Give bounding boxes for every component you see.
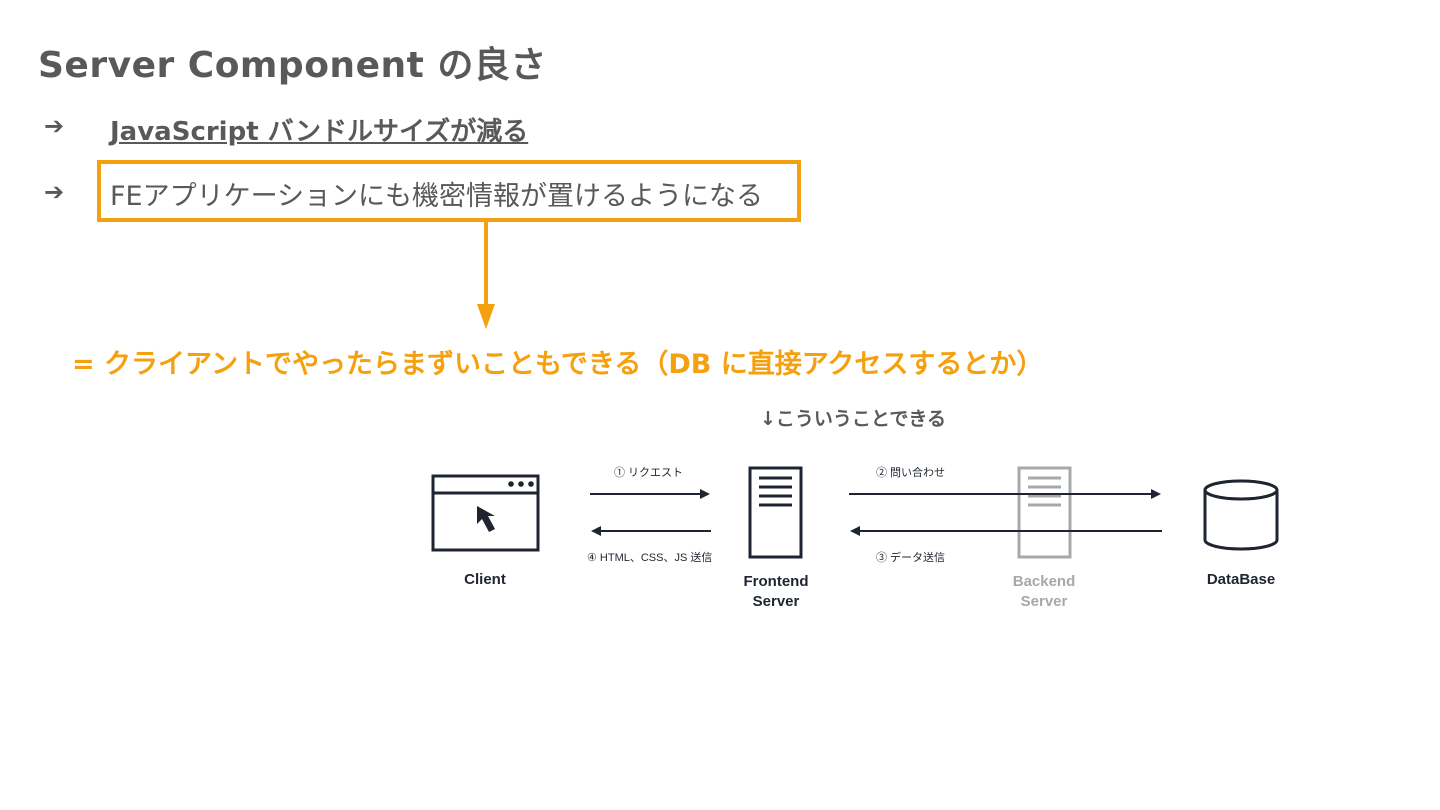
edge-label-request: ① リクエスト — [614, 467, 684, 479]
cursor-icon — [477, 506, 495, 532]
frontend-server-icon — [748, 466, 803, 559]
edge-label-query: ② 問い合わせ — [876, 467, 946, 479]
client-browser-icon — [431, 474, 540, 552]
arrow-data-return — [850, 526, 1162, 536]
edge-label-data: ③ データ送信 — [876, 552, 946, 564]
node-label-backend-line1: Backend — [1012, 573, 1076, 590]
backend-server-icon — [1017, 466, 1072, 559]
node-label-frontend-line1: Frontend — [743, 573, 809, 590]
database-icon — [1203, 479, 1279, 551]
node-label-database: DataBase — [1206, 571, 1276, 588]
edge-label-response: ④ HTML、CSS、JS 送信 — [587, 552, 713, 564]
node-label-client: Client — [464, 571, 506, 588]
arrow-response — [591, 526, 711, 536]
bullet-arrow-icon: ➔ — [44, 112, 65, 140]
diagram-caption: ↓こういうことできる — [760, 408, 946, 430]
node-label-backend-line2: Server — [1020, 593, 1068, 610]
highlight-down-arrow — [477, 222, 495, 329]
slide-title: Server Component の良さ — [38, 45, 547, 86]
node-label-frontend-line2: Server — [752, 593, 800, 610]
arrow-request — [590, 489, 710, 499]
bullet-secrets: FEアプリケーションにも機密情報が置けるようになる — [110, 181, 764, 212]
node-label-frontend: Frontend Server — [726, 572, 826, 612]
highlight-box — [97, 160, 801, 222]
bullet-bundle-size: JavaScript バンドルサイズが減る — [110, 117, 529, 147]
node-label-backend: Backend Server — [994, 572, 1094, 612]
conclusion-text: = クライアントでやったらまずいこともできる（DB に直接アクセスするとか） — [72, 349, 1044, 380]
bullet-arrow-icon: ➔ — [44, 178, 65, 206]
arrow-query — [849, 489, 1161, 499]
